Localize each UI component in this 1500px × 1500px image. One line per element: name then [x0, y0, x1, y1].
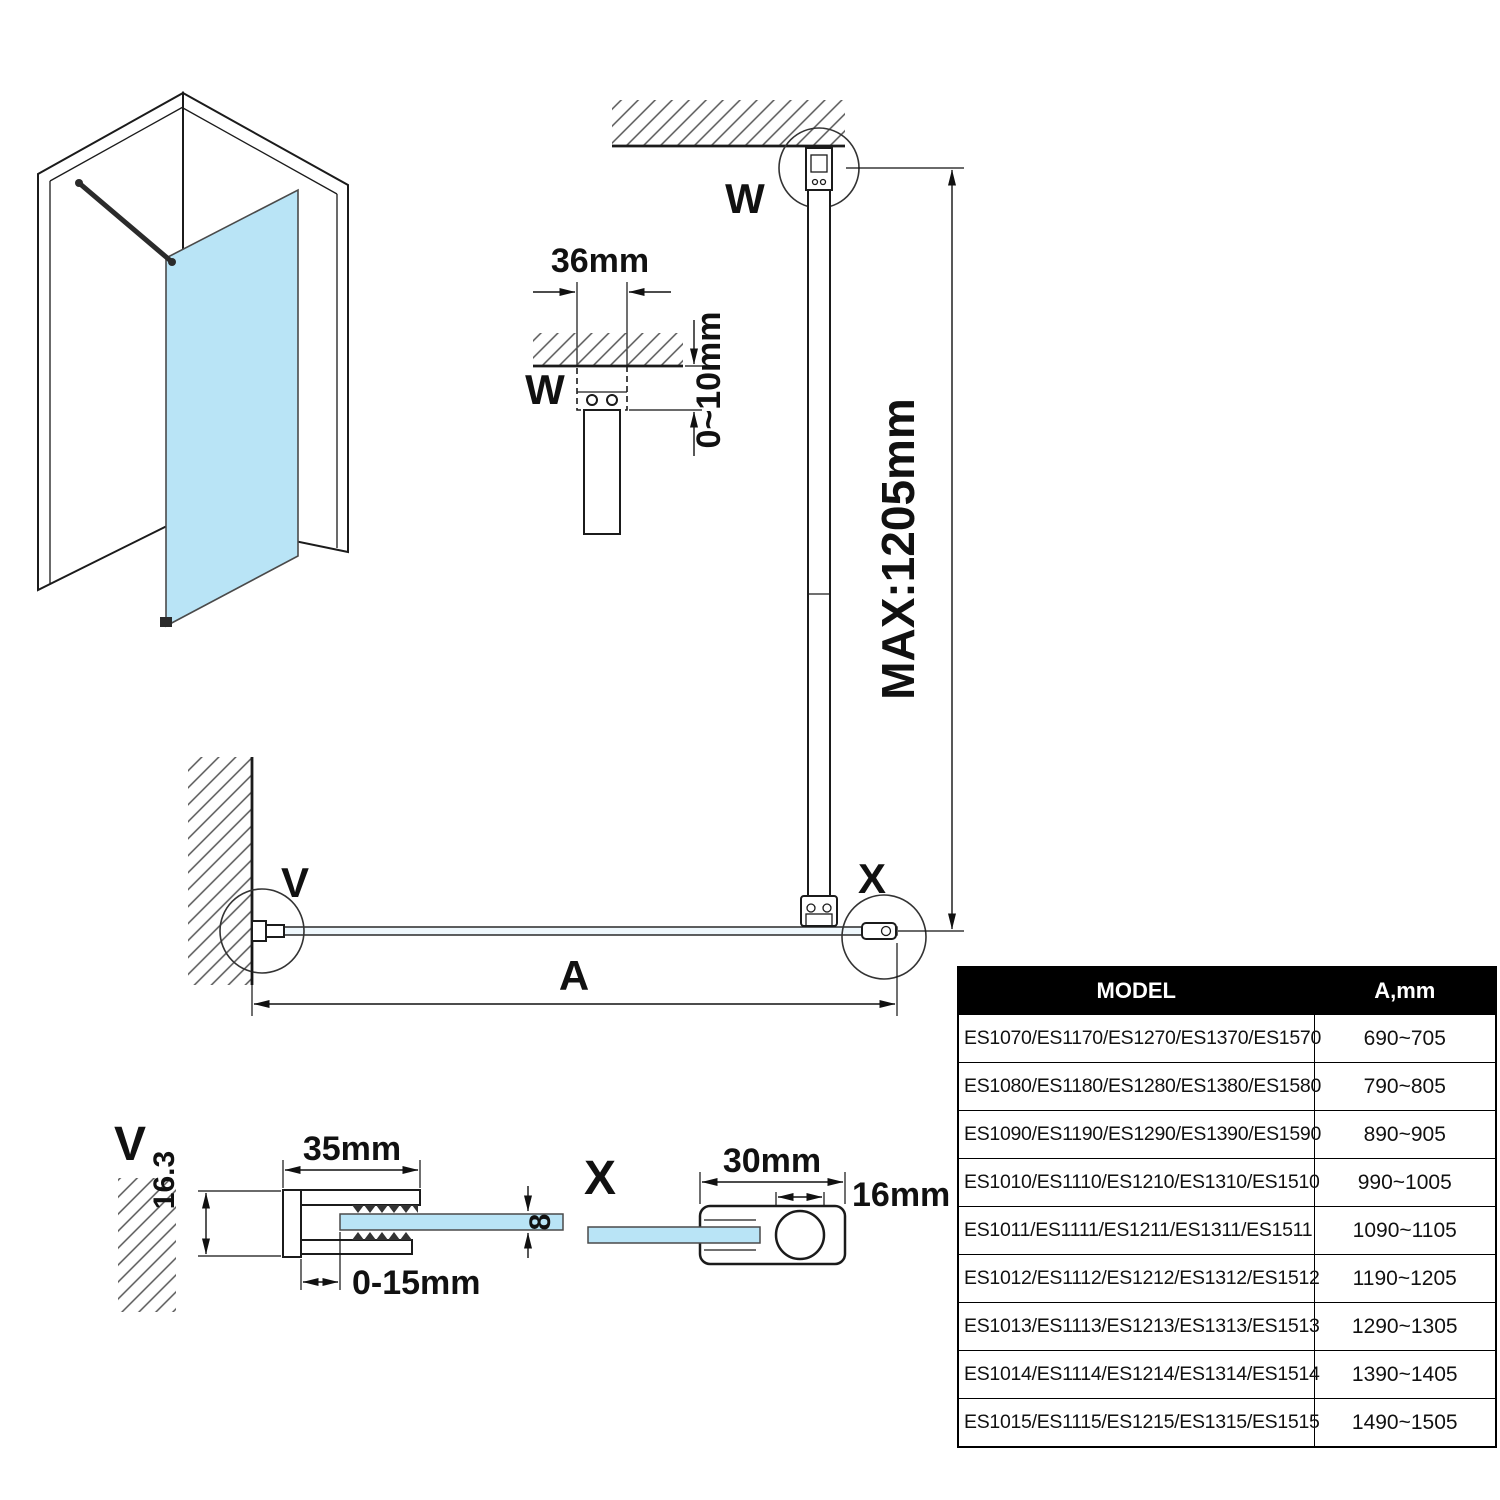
model-cell: ES1010/ES1110/ES1210/ES1310/ES1510 [957, 1158, 1320, 1207]
bracket-outline-dashed [576, 365, 628, 411]
a-mm-cell: 1490~1505 [1313, 1398, 1497, 1448]
plan-view: W V X MAX:1205mm A [188, 100, 964, 1016]
support-bar-section [583, 409, 621, 535]
detail-x-label: X [584, 1152, 616, 1205]
a-mm-column-header: A,mm [1313, 966, 1497, 1015]
profile-bottom-gasket-teeth [352, 1232, 412, 1240]
glass-floor-foot [160, 617, 172, 627]
ceiling-hatch [533, 333, 683, 366]
glass-section [587, 1226, 761, 1244]
detail-v-wall-profile: V 16.3 35mm 8 0-15mm [114, 1118, 564, 1312]
profile-bottom-jaw [300, 1239, 413, 1255]
profile-wall-plate [282, 1189, 302, 1258]
bracket-screw [606, 394, 618, 406]
a-mm-cell: 890~905 [1313, 1110, 1497, 1159]
profile-top-bar [300, 1189, 421, 1206]
a-mm-cell: 690~705 [1313, 1014, 1497, 1063]
support-bar-glass-bracket [168, 258, 176, 266]
clamp-screw [806, 903, 816, 913]
bracket-width-dimension: 36mm [551, 242, 649, 280]
spec-table: MODEL A,mm ES1070/ES1170/ES1270/ES1370/E… [957, 966, 1497, 1448]
left-wall-panel [37, 91, 184, 592]
glass-panel-plan [251, 926, 898, 936]
bracket-screw [586, 394, 598, 406]
support-bar-plan [807, 189, 831, 897]
wall-hatch [118, 1178, 176, 1312]
bar-max-length-dimension: MAX:1205mm [872, 398, 924, 700]
profile-top-gasket-teeth [352, 1205, 418, 1213]
wall-profile-plan [251, 920, 267, 942]
model-spec-table: MODEL A,mm ES1070/ES1170/ES1270/ES1370/E… [957, 966, 1497, 1448]
profile-width-dimension: 35mm [303, 1130, 401, 1168]
detail-v-label: V [114, 1118, 146, 1171]
support-bar-cross-section [774, 1209, 826, 1261]
model-cell: ES1014/ES1114/ES1214/ES1314/ES1514 [957, 1350, 1320, 1399]
glass-width-dimension: A [559, 952, 589, 999]
isometric-shower-view [37, 91, 349, 628]
model-cell: ES1080/ES1180/ES1280/ES1380/ES1580 [957, 1062, 1321, 1111]
plan-w-label: W [725, 175, 765, 222]
detail-x-bar-clamp: X 30mm 16mm [584, 1142, 950, 1266]
bar-wall-bracket [805, 147, 833, 191]
detail-callout-circle-v [219, 888, 305, 974]
left-wall-inner-top-edge [49, 106, 184, 182]
profile-depth-dimension: 16.3 [148, 1151, 181, 1209]
glass-section [339, 1213, 564, 1231]
right-wall-inner-top-edge [182, 107, 338, 195]
detail-w-label: W [525, 366, 565, 413]
model-cell: ES1013/ES1113/ES1213/ES1313/ES1513 [957, 1302, 1320, 1351]
support-bar-wall-bracket [75, 179, 83, 187]
spec-table-header: MODEL A,mm [957, 966, 1497, 1015]
model-cell: ES1015/ES1115/ES1215/ES1315/ES1515 [957, 1398, 1320, 1448]
a-mm-cell: 790~805 [1313, 1062, 1497, 1111]
a-mm-cell: 990~1005 [1313, 1158, 1497, 1207]
support-bar [76, 180, 175, 265]
end-cap-screw [880, 925, 892, 937]
model-cell: ES1070/ES1170/ES1270/ES1370/ES1570 [957, 1014, 1321, 1063]
side-wall-hatch [188, 757, 252, 985]
a-mm-cell: 1190~1205 [1313, 1254, 1497, 1303]
clamp-screw [822, 903, 832, 913]
wall-profile-arm [265, 924, 285, 938]
plan-v-label: V [281, 859, 309, 906]
detail-w-wall-bracket: 36mm W 0~10mm [525, 242, 728, 535]
a-mm-cell: 1290~1305 [1313, 1302, 1497, 1351]
clamp-width-dimension: 30mm [723, 1142, 821, 1180]
bracket-screw [811, 178, 819, 186]
bar-wall-bracket-inner [810, 154, 828, 173]
plan-x-label: X [858, 855, 886, 902]
bracket-screw [819, 178, 827, 186]
a-mm-cell: 1390~1405 [1313, 1350, 1497, 1399]
a-mm-cell: 1090~1105 [1313, 1206, 1497, 1255]
ceiling-gap-dimension: 0~10mm [690, 311, 728, 448]
model-column-header: MODEL [957, 966, 1315, 1015]
back-wall-hatch [612, 100, 845, 146]
glass-panel [165, 188, 299, 628]
model-cell: ES1090/ES1190/ES1290/ES1390/ES1590 [957, 1110, 1321, 1159]
clamp-base [805, 913, 833, 927]
model-cell: ES1011/ES1111/ES1211/ES1311/ES1511 [957, 1206, 1315, 1255]
bar-diameter-dimension: 16mm [852, 1176, 950, 1214]
model-cell: ES1012/ES1112/ES1212/ES1312/ES1512 [957, 1254, 1320, 1303]
glass-adjustment-dimension: 0-15mm [352, 1264, 481, 1302]
detail-callout-circle-x [841, 894, 927, 980]
glass-thickness-dimension: 8 [524, 1214, 557, 1231]
